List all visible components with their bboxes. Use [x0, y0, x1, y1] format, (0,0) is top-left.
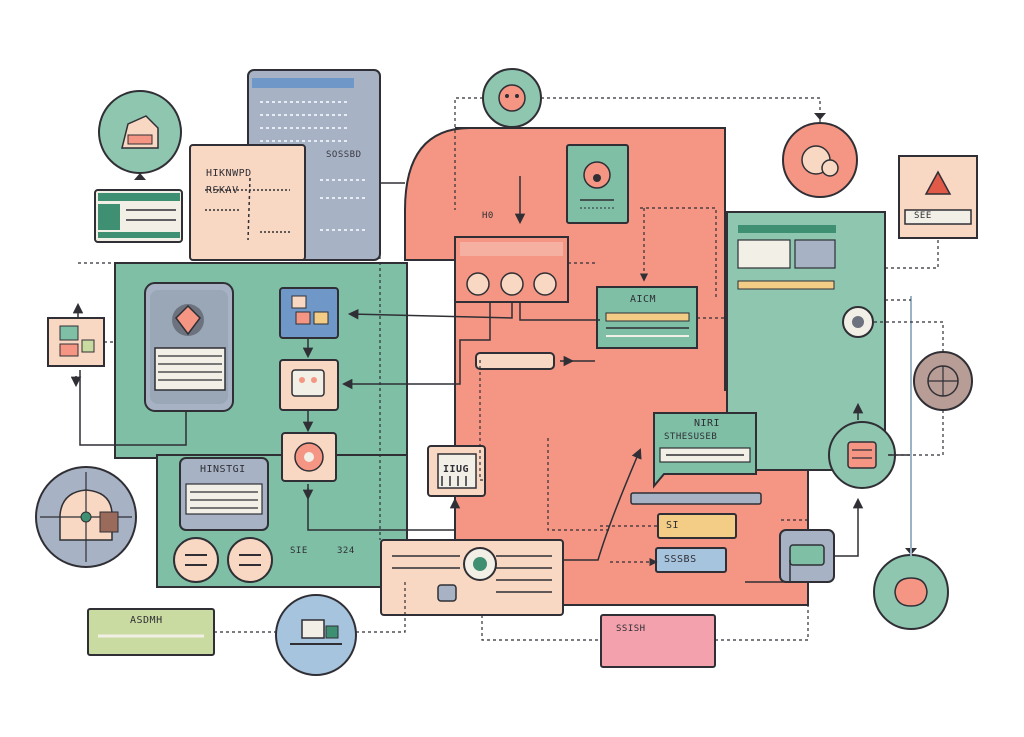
chip-label: IIUG: [443, 464, 470, 475]
yellow-tag: [657, 513, 737, 539]
dashboard-node-icon: [98, 90, 182, 180]
pill-bar: [475, 352, 555, 370]
face-node-icon: [482, 68, 542, 128]
doc-panel-header-bar: [252, 78, 354, 88]
small-text-a: SIE: [290, 546, 308, 556]
scanner-node-icon: [275, 594, 357, 676]
center-panel-title: AICM: [630, 294, 657, 305]
gear-icon: [782, 113, 858, 198]
footer-left-label: ASDMH: [130, 615, 163, 626]
map-pin-icon: [35, 466, 137, 568]
doc-panel-label: SOSSBD: [326, 150, 362, 160]
small-text-b: 324: [337, 546, 355, 556]
speech-card-subtitle: STHESUSEB: [664, 432, 718, 442]
note-card-title: HIKNWPD: [206, 168, 252, 179]
speech-card-title: NIRI: [694, 418, 721, 429]
note-card-subtitle: RSKAV: [206, 185, 239, 196]
shield-icon: [873, 548, 949, 630]
yellow-tag-label: SI: [666, 520, 680, 531]
footer-mid-label: SSISH: [616, 624, 646, 634]
warning-tag-label: SEE: [914, 211, 932, 221]
blue-tag-label: SSSBS: [664, 554, 697, 565]
warning-card: [898, 155, 978, 239]
right-panel-header: [738, 225, 836, 233]
footer-tag-mid: [600, 614, 716, 668]
menu-oval-b: [227, 537, 273, 583]
network-node-icon: [828, 421, 896, 489]
note-card: [189, 144, 306, 261]
left-icon-square: [47, 317, 105, 367]
center-dashed-label: H0: [482, 211, 494, 221]
gray-progress-bar: [630, 492, 762, 505]
camera-node-icon: [842, 306, 874, 338]
left-card-title: HINSTGI: [200, 464, 246, 475]
globe-icon: [913, 351, 973, 411]
menu-oval-a: [173, 537, 219, 583]
